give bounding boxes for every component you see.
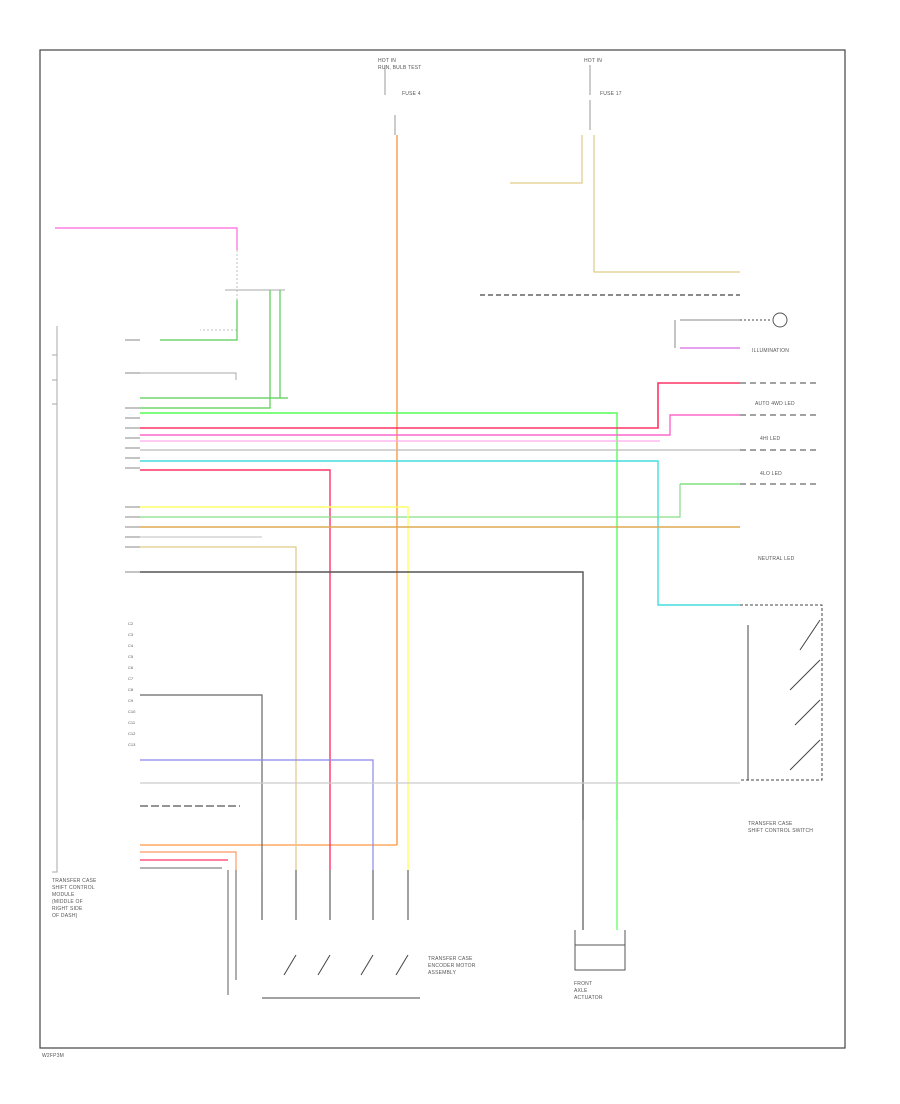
shift-switch-label-2: SHIFT CONTROL SWITCH [748,828,813,834]
illumination-lamp [674,312,788,349]
tcm-label-4: (MIDDLE OF [52,899,83,905]
encoder-label-1: TRANSFER CASE [428,956,473,962]
tcm-label-6: OF DASH) [52,913,78,919]
fuse-b-label: FUSE 17 [600,91,622,97]
4hi-led-label: 4HI LED [760,436,780,442]
svg-text:C7: C7 [128,676,134,681]
svg-text:C13: C13 [128,742,136,747]
front-axle-actuator [574,820,626,971]
encoder-switches [227,870,420,999]
svg-text:C4: C4 [128,643,134,648]
svg-text:C9: C9 [128,698,134,703]
svg-text:C10: C10 [128,709,136,714]
illumination-label: ILLUMINATION [752,348,789,354]
hot-run-crank-label: HOT IN [584,58,602,64]
hot-run-label-2: RUN, BULB TEST [378,65,422,71]
encoder-label-3: ASSEMBLY [428,970,457,976]
pink-feed [55,227,285,341]
tcm-label-3: MODULE [52,892,75,898]
diagram-border [39,49,846,1049]
front-axle-label-1: FRONT [574,981,592,987]
fuse-a-label: FUSE 4 [402,91,421,97]
svg-text:C12: C12 [128,731,136,736]
svg-text:C2: C2 [128,621,134,626]
tcm-label-5: RIGHT SIDE [52,906,83,912]
encoder-label-2: ENCODER MOTOR [428,963,476,969]
svg-text:C8: C8 [128,687,134,692]
tcm-label-2: SHIFT CONTROL [52,885,95,891]
front-axle-label-2: AXLE [574,988,588,994]
front-axle-label-3: ACTUATOR [574,995,603,1001]
svg-text:C3: C3 [128,632,134,637]
fuse-b [510,65,740,273]
fuse-a [140,65,398,846]
hot-run-label-1: HOT IN [378,58,396,64]
4lo-led-label: 4LO LED [760,471,782,477]
tcm-label-1: TRANSFER CASE [52,878,97,884]
svg-text:C6: C6 [128,665,134,670]
aux-line [140,372,237,380]
diagram-id-code: W2FP3M [42,1053,64,1059]
auto4wd-led-label: AUTO 4WD LED [755,401,795,407]
shift-switch-label-1: TRANSFER CASE [748,821,793,827]
neutral-led-label: NEUTRAL LED [758,556,795,562]
svg-text:C5: C5 [128,654,134,659]
svg-text:C11: C11 [128,720,136,725]
shift-switch [740,604,823,781]
signal-wires [140,290,820,870]
